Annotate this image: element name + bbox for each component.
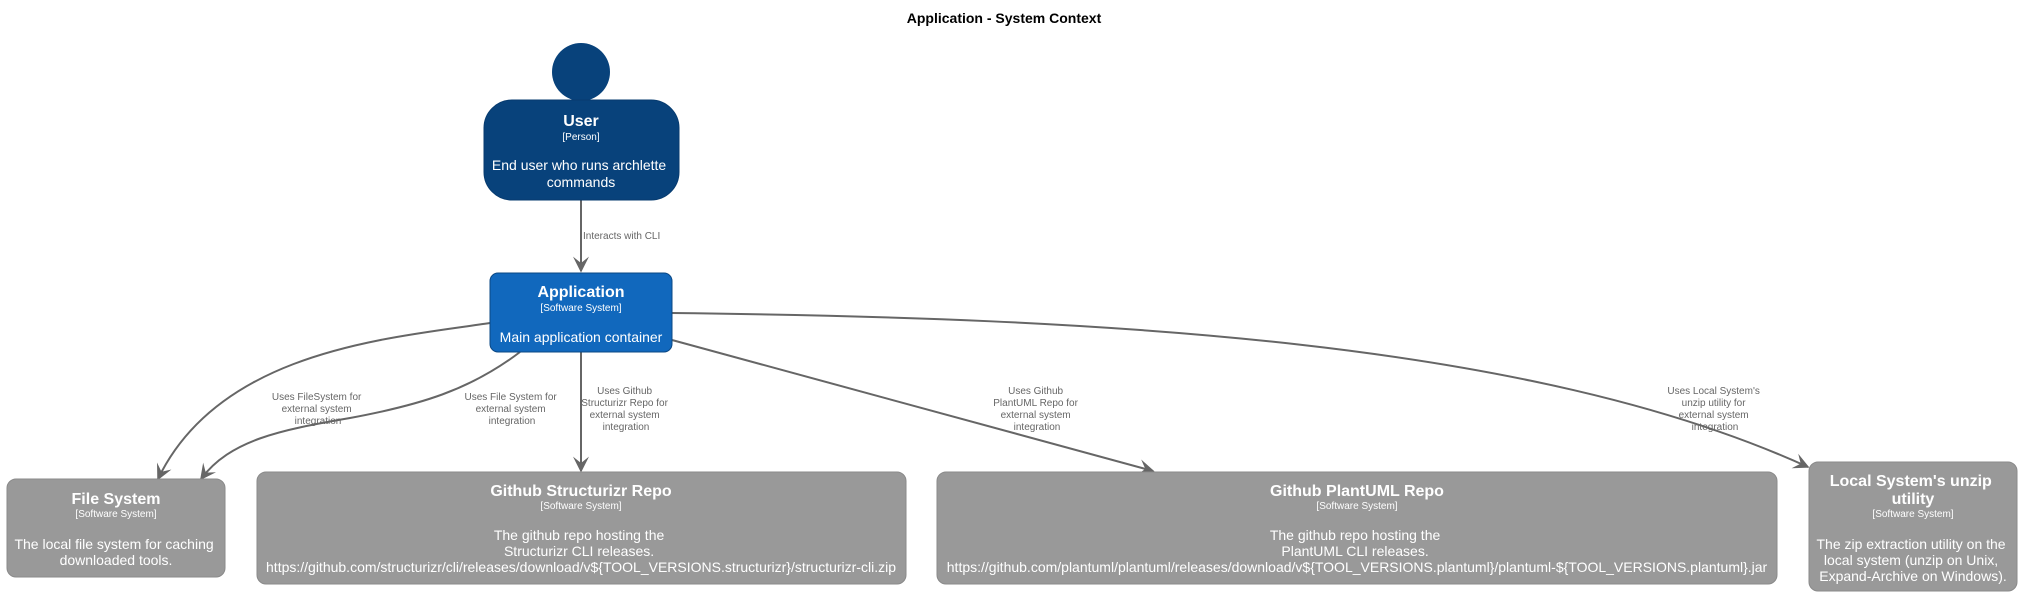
edge-application-to-filesystem-2 xyxy=(200,351,521,481)
node-application-desc: Main application container xyxy=(500,329,663,345)
edge-label-app-plantuml: Uses Github PlantUML Repo for external s… xyxy=(993,386,1080,433)
edge-application-to-plantuml xyxy=(671,339,1155,475)
node-filesystem-type: [Software System] xyxy=(75,509,156,520)
node-unzip-name: Local System's unzip utility xyxy=(1830,473,1997,508)
edge-label-user-app: Interacts with CLI xyxy=(583,231,660,242)
node-filesystem-box xyxy=(6,478,226,578)
node-unzip-box xyxy=(1808,461,2018,592)
edge-label-app-fs1: Uses FileSystem for external system inte… xyxy=(272,392,364,427)
edge-application-to-unzip xyxy=(671,312,1810,469)
node-user-type: [Person] xyxy=(562,132,599,143)
edge-application-to-filesystem-1 xyxy=(157,322,491,481)
node-filesystem: File System [Software System] The local … xyxy=(6,478,226,578)
person-body xyxy=(483,99,680,201)
node-application-box xyxy=(489,272,673,353)
node-plantuml: Github PlantUML Repo [Software System] T… xyxy=(936,471,1778,585)
node-structurizr-box xyxy=(256,471,907,585)
node-structurizr-type: [Software System] xyxy=(540,501,621,512)
edges xyxy=(157,200,1810,481)
node-unzip: Local System's unzip utility [Software S… xyxy=(1808,461,2018,592)
diagram-title: Application - System Context xyxy=(907,10,1102,26)
node-unzip-desc: The zip extraction utility on the local … xyxy=(1817,536,2010,584)
node-filesystem-desc: The local file system for caching downlo… xyxy=(14,536,217,568)
node-structurizr-desc: The github repo hosting the Structurizr … xyxy=(266,527,896,575)
node-application-type: [Software System] xyxy=(540,303,621,314)
node-structurizr-name: Github Structurizr Repo xyxy=(490,483,672,500)
node-application: Application [Software System] Main appli… xyxy=(489,272,673,353)
edge-label-app-fs2: Uses File System for external system int… xyxy=(464,392,559,427)
node-plantuml-box xyxy=(936,471,1778,585)
node-user-desc: End user who runs archlette commands xyxy=(492,157,670,190)
edge-labels: Interacts with CLI Uses FileSystem for e… xyxy=(272,231,1762,433)
edge-label-app-unzip: Uses Local System's unzip utility for ex… xyxy=(1667,386,1762,433)
node-unzip-type: [Software System] xyxy=(1872,509,1953,520)
node-plantuml-name: Github PlantUML Repo xyxy=(1270,483,1444,500)
node-user: User [Person] End user who runs archlett… xyxy=(483,43,680,201)
node-structurizr: Github Structurizr Repo [Software System… xyxy=(256,471,907,585)
node-application-name: Application xyxy=(537,284,624,301)
node-plantuml-desc: The github repo hosting the PlantUML CLI… xyxy=(947,527,1768,575)
node-user-name: User xyxy=(563,113,599,130)
edge-label-app-structurizr: Uses Github Structurizr Repo for externa… xyxy=(581,386,670,433)
node-plantuml-type: [Software System] xyxy=(1316,501,1397,512)
node-filesystem-name: File System xyxy=(72,491,161,508)
person-head-icon xyxy=(552,43,610,101)
